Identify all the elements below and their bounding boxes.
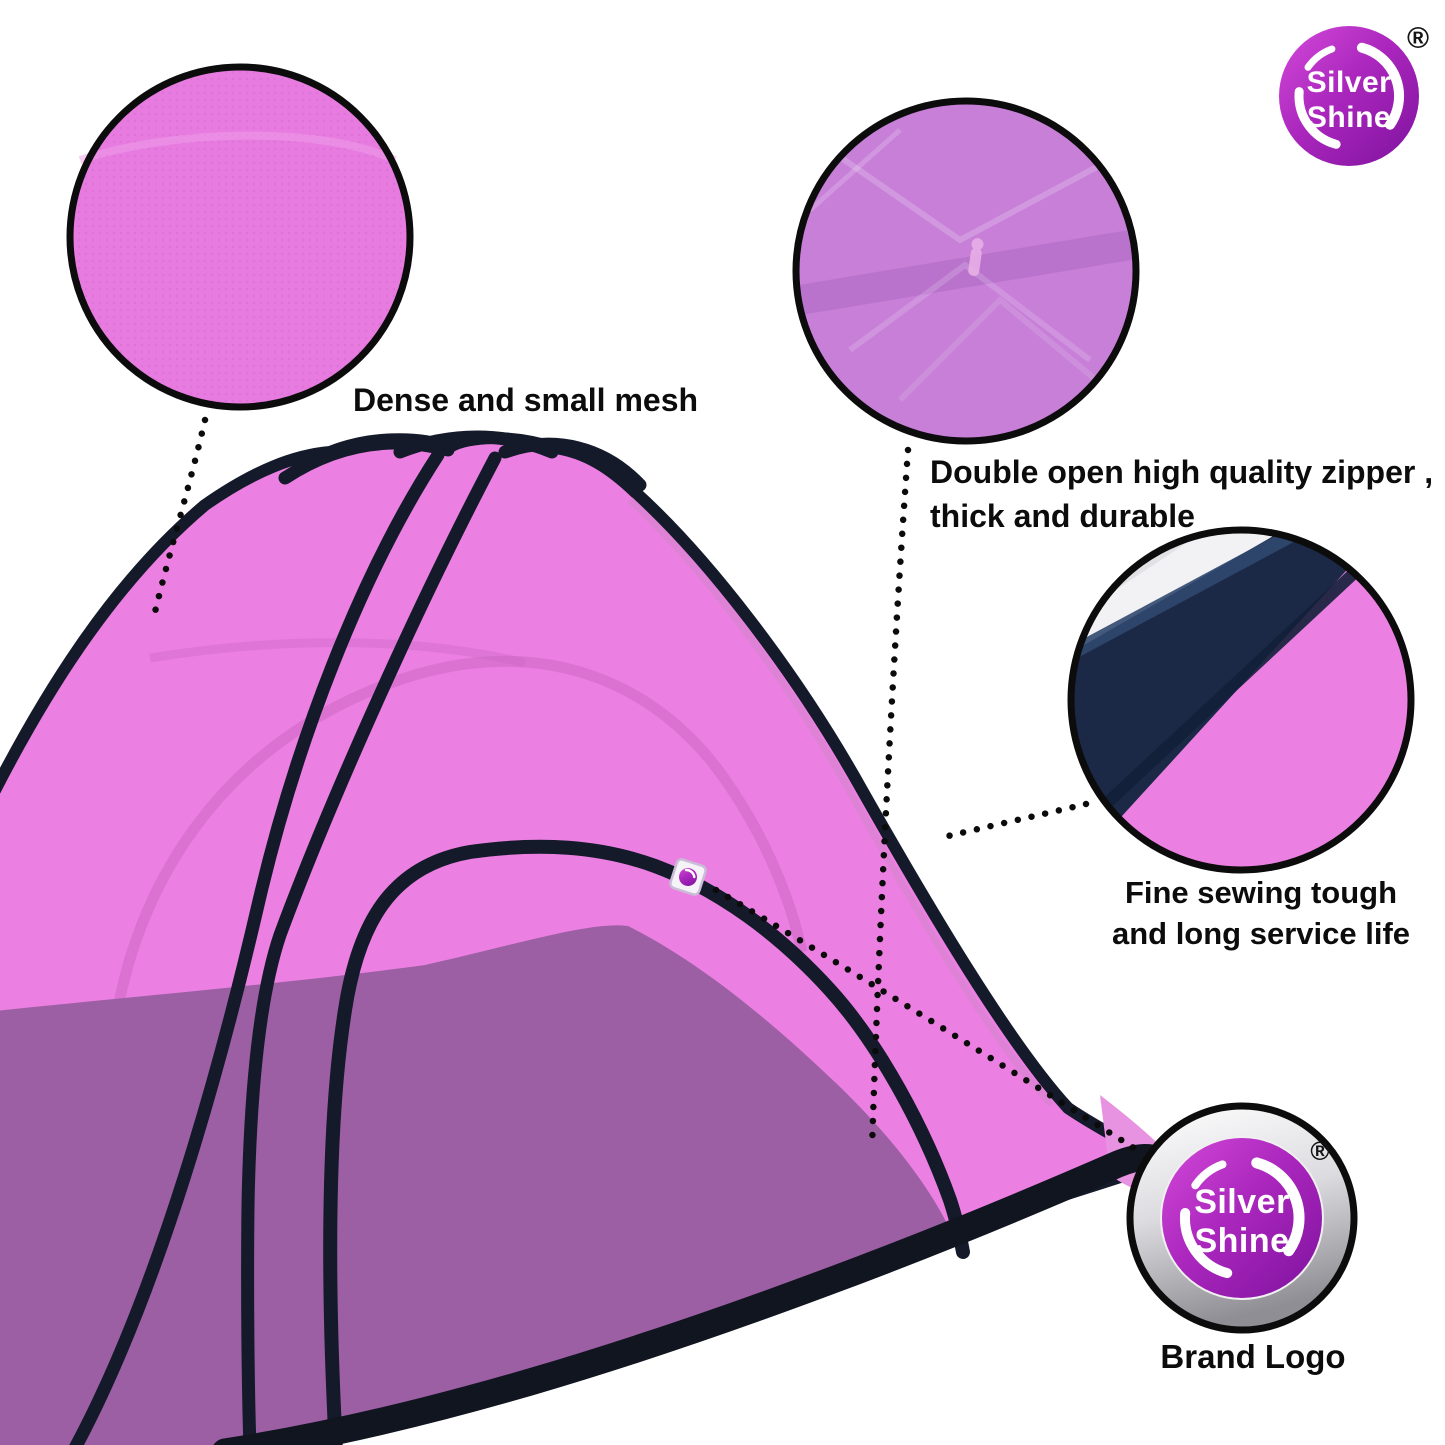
leader-line-stitching: [940, 800, 1090, 841]
zipper-pull: [968, 238, 984, 276]
header-logo-word-2: Shine: [1307, 101, 1391, 134]
mesh-detail-circle: [66, 63, 414, 411]
stitching-callout-label: Fine sewing tough and long service life: [1096, 872, 1426, 954]
brand-badge: Silver Shine ®: [1126, 1102, 1358, 1334]
tent-apex-pole-3: [498, 437, 647, 492]
brand-logo-caption: Brand Logo: [1160, 1338, 1346, 1375]
tent-group: [0, 430, 1199, 1445]
tent-pole-left: [69, 448, 445, 1445]
mesh-callout-label: Dense and small mesh: [353, 382, 699, 418]
header-logo-registered-mark: ®: [1407, 22, 1429, 55]
tent-door-arch: [323, 839, 970, 1445]
header-logo-swoosh-icons: [1294, 42, 1404, 149]
inner-net-seam: [149, 638, 527, 668]
zipper-callout-label-line2: thick and durable: [930, 498, 1195, 534]
zipper-callout-label-line1: Double open high quality zipper ,: [930, 454, 1434, 490]
brand-badge-swoosh-icons: [1179, 1157, 1305, 1279]
stitching-callout-label-line2: and long service life: [1111, 916, 1411, 951]
stitching-callout-label-line1: Fine sewing tough: [1124, 875, 1398, 910]
brand-badge-word-1: Silver: [1194, 1183, 1290, 1221]
header-logo-word-1: Silver: [1307, 66, 1392, 99]
leader-line-zipper: [868, 446, 912, 1152]
tent-brand-tag: [669, 858, 707, 896]
tent-pole-mid: [241, 451, 502, 1445]
leader-lines: [151, 416, 1138, 1152]
tent-ground-trim: [213, 1144, 1176, 1445]
header-brand-logo: Silver Shine ®: [1279, 22, 1429, 166]
dome-edge-highlight: [627, 497, 1055, 1108]
tent-interior-shadow: [0, 925, 955, 1445]
zipper-callout-label: Double open high quality zipper , thick …: [930, 450, 1433, 538]
stitching-detail-circle: [1067, 526, 1415, 874]
zipper-detail-circle: [792, 97, 1140, 445]
inner-net-arch: [112, 655, 808, 1010]
brand-badge-word-2: Shine: [1194, 1222, 1289, 1260]
brand-badge-registered-mark: ®: [1310, 1136, 1329, 1166]
leader-line-mesh: [151, 416, 209, 616]
